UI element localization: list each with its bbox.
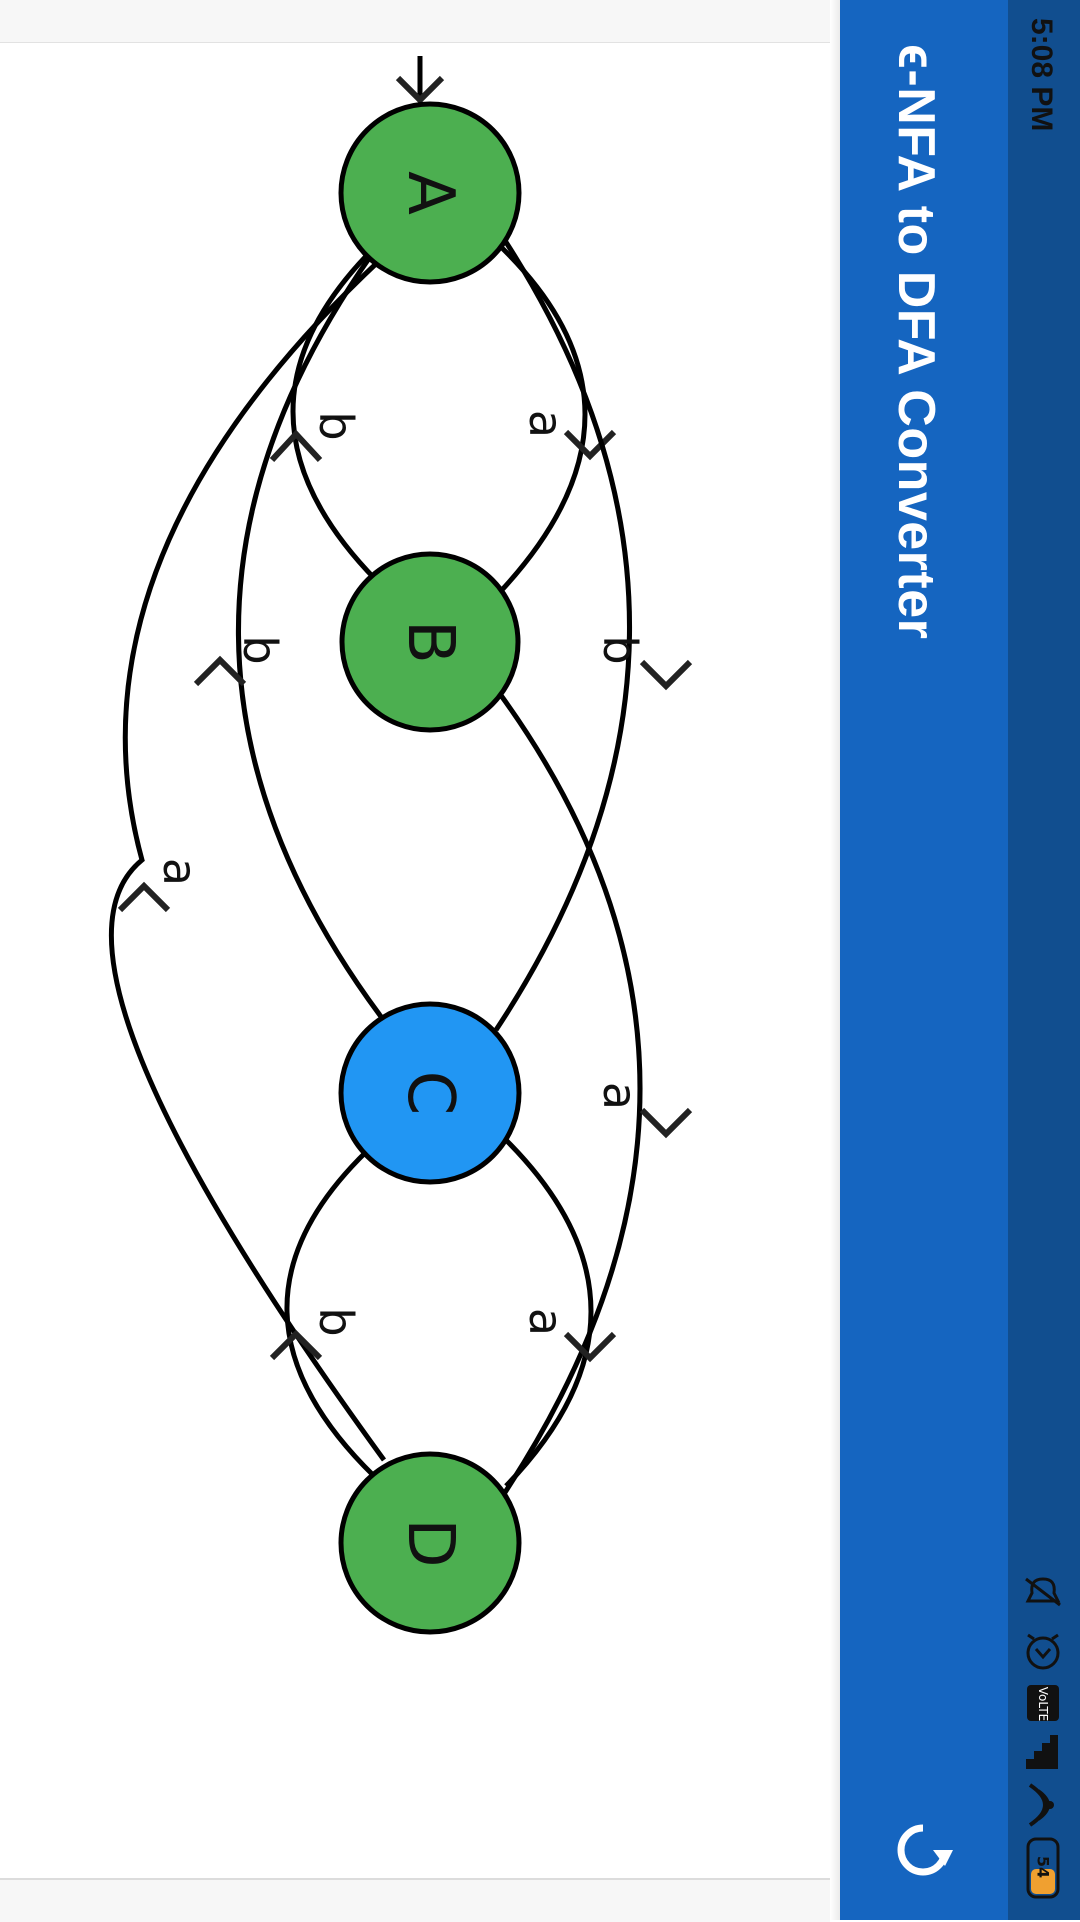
app-bar [840,0,1008,1920]
state-label: D [393,1518,467,1567]
state-a[interactable]: A [338,101,522,285]
app-title: ϵ-NFA to DFA Converter [887,44,945,640]
transition-label: b [593,635,647,664]
state-label: A [393,171,467,215]
signal-icon [1026,1735,1058,1769]
mute-icon [1025,1577,1061,1607]
state-b[interactable]: B [339,551,521,733]
state-label: B [393,620,467,664]
transition-c-to-d: a [504,1138,617,1488]
transition-label: a [593,1082,647,1110]
transition-b-to-a: b [269,244,378,582]
svg-text:VoLTE: VoLTE [1036,1687,1050,1722]
top-edge [0,0,830,43]
transition-d-to-a: a [108,258,387,1462]
transition-d-to-c: b [269,1150,376,1478]
transition-c-to-a: b [193,252,385,1020]
transition-label: a [519,410,573,438]
refresh-icon[interactable] [893,1820,953,1880]
state-d[interactable]: D [338,1451,522,1635]
transition-label: a [519,1308,573,1336]
transition-label: b [309,411,363,440]
status-time: 5:08 PM [1025,18,1058,132]
transition-label: a [153,858,207,886]
start-arrow [395,56,445,105]
status-icons: VoLTE 54 [1025,1577,1061,1899]
battery-level: 54 [1034,1856,1053,1878]
transition-b-to-d: a [497,692,693,1502]
volte-icon: VoLTE [1027,1685,1059,1721]
alarm-icon [1026,1633,1060,1670]
state-label: C [393,1071,467,1116]
transition-label: b [309,1307,363,1336]
transition-a-to-c: b [493,234,693,1032]
dfa-diagram: a b b b a a a [108,56,693,1635]
transition-a-to-b: a [498,244,617,594]
transition-label: b [233,635,287,664]
state-c-final[interactable]: C [338,1001,522,1185]
wifi-icon [1028,1783,1054,1827]
bottom-navigation-edge [0,1878,830,1922]
battery-icon: 54 [1026,1837,1060,1899]
app-bar-shadow [830,0,840,1920]
